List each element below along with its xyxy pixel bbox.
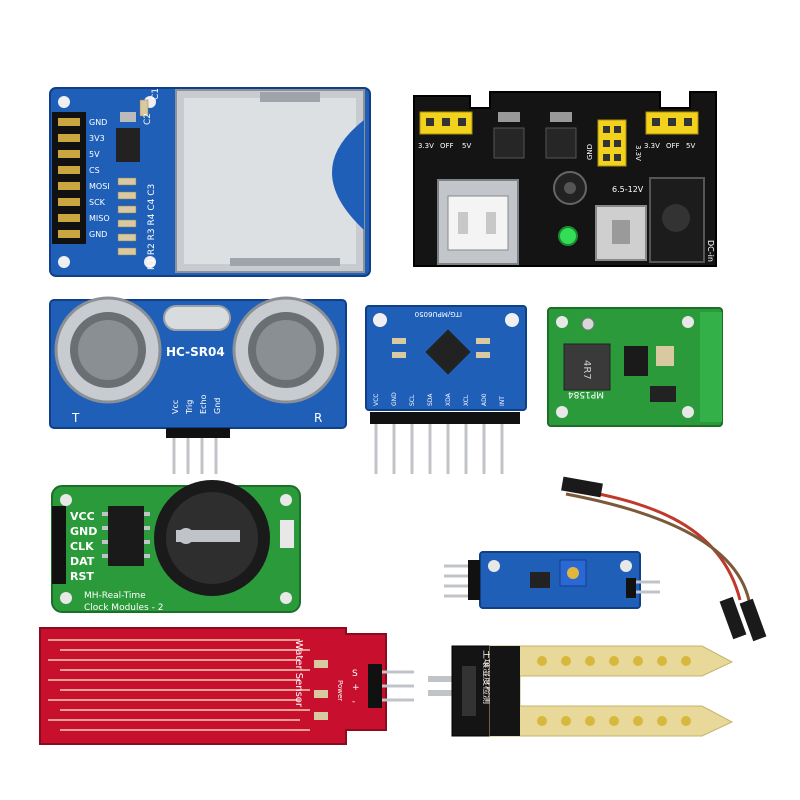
rtc-pin-label: DAT <box>70 555 95 568</box>
buck-model-label: MP1584 <box>568 389 604 399</box>
water-pin-s: S <box>352 669 358 679</box>
sd-pin-label: GND <box>89 230 107 239</box>
sd-card-module: GND 3V3 5V CS MOSI SCK MISO GND C2 C1 R1… <box>49 87 371 277</box>
sd-pin-label: MISO <box>89 214 110 223</box>
power-right-label: OFF <box>666 142 680 150</box>
gyro-pin-label: GND <box>391 392 398 406</box>
sd-ref-c1: C1 <box>151 88 161 100</box>
soil-moisture-probe: 土壤湿度检测 <box>428 645 734 737</box>
ultrasonic-t-label: T <box>71 411 80 425</box>
ultrasonic-pin-label: Gnd <box>213 398 222 414</box>
power-gnd-label: GND <box>586 144 594 160</box>
power-supply-module: 3.3V OFF 5V 3.3V OFF 5V GND 3.3V <box>413 91 717 267</box>
gyro-pin-label: XCL <box>463 394 470 406</box>
sd-pin-label: 3V3 <box>89 134 105 143</box>
power-dcin-label: DC-in <box>706 240 715 262</box>
soil-sensor-comparator-module <box>444 551 660 609</box>
rtc-title-line1: MH-Real-Time <box>84 591 146 601</box>
gyro-pin-label: XDA <box>445 392 452 406</box>
buck-converter-module: 4R7 MP1584 <box>547 307 723 427</box>
gyro-pin-label: INT <box>499 396 506 406</box>
gyro-accelerometer-module: ITG/MPU6050 VCC GND SCL SDA XDA XCL AD0 … <box>365 305 527 474</box>
sd-pin-label: MOSI <box>89 182 110 191</box>
sd-pin-label: CS <box>89 166 100 175</box>
ultrasonic-r-label: R <box>314 411 322 425</box>
gyro-pin-label: SCL <box>409 394 416 406</box>
sd-pin-label: GND <box>89 118 107 127</box>
jumper-wire <box>561 476 767 642</box>
power-left-label: 5V <box>462 142 471 150</box>
water-pin-minus: - <box>352 697 355 707</box>
rtc-pin-label: VCC <box>70 510 95 523</box>
sd-pin-label: SCK <box>89 198 106 207</box>
sd-pin-label: 5V <box>89 150 100 159</box>
gyro-pin-label: SDA <box>427 393 434 406</box>
rtc-title-line2: Clock Modules - 2 <box>84 603 163 613</box>
buck-inductor-label: 4R7 <box>581 360 592 380</box>
power-volt-label: 3.3V <box>634 145 642 161</box>
rtc-pin-label: CLK <box>70 540 94 553</box>
power-right-label: 3.3V <box>644 142 660 150</box>
water-sensor-label: Water Sensor <box>293 640 304 708</box>
gyro-pin-label: VCC <box>373 394 380 406</box>
power-left-label: 3.3V <box>418 142 434 150</box>
sd-ref-c2: C2 <box>143 113 153 125</box>
sd-ref-side: R1 R2 R3 R4 C4 C3 <box>147 184 157 270</box>
rtc-clock-module: VCC GND CLK DAT RST MH-Real-Time Clock M… <box>51 480 301 613</box>
ultrasonic-pin-label: Echo <box>199 394 208 414</box>
water-level-sensor: Water Sensor Power S + - <box>39 627 414 745</box>
water-pin-plus: + <box>352 683 360 693</box>
ultrasonic-model: HC-SR04 <box>166 345 225 359</box>
water-power-label: Power <box>336 680 344 701</box>
gyro-pin-label: AD0 <box>481 393 488 406</box>
gyro-chip-label: ITG/MPU6050 <box>415 310 462 318</box>
ultrasonic-pin-label: Trig <box>185 400 194 415</box>
power-voltage-label: 6.5-12V <box>612 185 644 194</box>
power-right-label: 5V <box>686 142 695 150</box>
rtc-pin-label: RST <box>70 570 94 583</box>
ultrasonic-sensor-module: HC-SR04 T R Vcc Trig Echo Gnd <box>49 296 347 474</box>
ultrasonic-pin-label: Vcc <box>171 400 180 414</box>
power-left-label: OFF <box>440 142 454 150</box>
rtc-pin-label: GND <box>70 525 97 538</box>
